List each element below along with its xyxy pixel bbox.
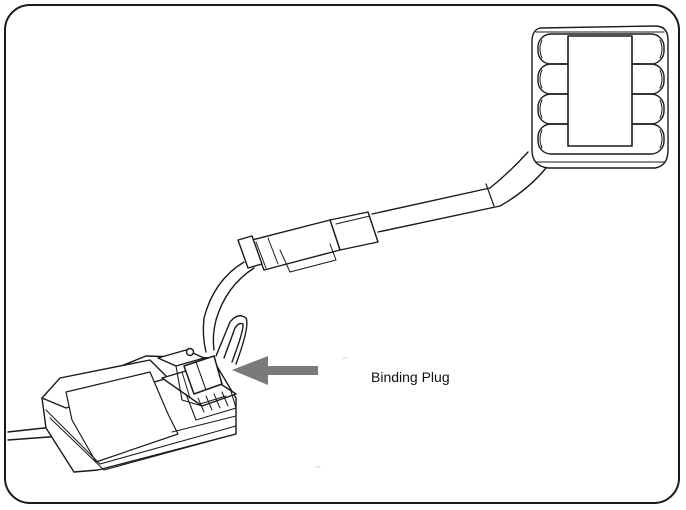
battery-label-panel xyxy=(567,35,633,147)
receiver-lead xyxy=(202,261,255,353)
binding-plug-arrow xyxy=(232,356,318,385)
battery-lead xyxy=(371,151,547,233)
battery-pack xyxy=(531,25,669,169)
receiver xyxy=(7,347,237,473)
binding-plug-label: Binding Plug xyxy=(371,369,450,385)
binding-plug xyxy=(181,355,223,399)
switch-connector xyxy=(237,219,341,273)
binding-plug-loop xyxy=(215,315,248,365)
